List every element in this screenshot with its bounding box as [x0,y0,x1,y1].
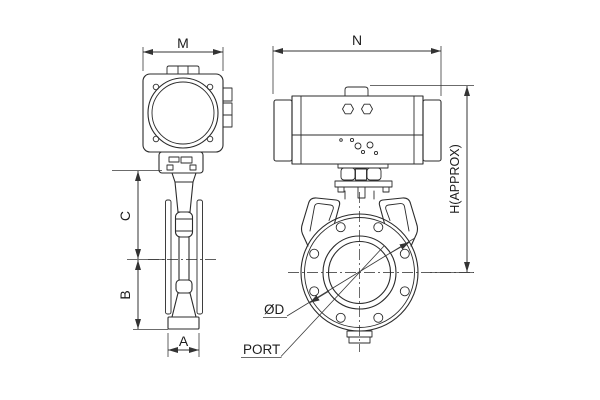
bolt-hole [335,222,346,233]
wafer-lip-left [165,199,172,315]
dimension-h: H(APPROX) [370,85,474,273]
pilot-hole [354,142,362,150]
bottom-flange [167,316,200,330]
callout-label-port: PORT [243,342,280,357]
dimension-a: A [167,333,200,357]
lug-left [300,197,341,247]
pilot-hole [373,150,379,156]
actuator-cylinder-inner [151,81,215,145]
pilot-hole [339,138,343,142]
housing-screw [206,83,214,91]
bracket-hole [189,164,197,171]
bolt-hole [335,312,346,323]
stem-stack [334,163,393,199]
dim-label-b: B [117,290,133,299]
dimension-b: B [117,260,168,330]
valve-front [288,190,474,352]
side-port-block [222,87,233,102]
bolt-hole [399,286,410,297]
actuator-housing-outline [142,73,224,153]
actuator-front [273,86,442,165]
dim-label-a: A [179,333,189,349]
actuator-housing-side [142,65,233,153]
coupling-nut [340,167,356,181]
dim-label-h: H(APPROX) [448,144,462,213]
bracket-slot [180,156,193,164]
air-port-plug [342,103,354,115]
front-view: N H(APPROX) ØD PORT [241,32,474,358]
dimension-c: C [112,170,166,260]
wafer-lip-right [196,199,203,315]
end-cap-right [422,99,442,162]
bracket-plate [337,163,389,169]
lower-hub [175,279,193,294]
actuator-cylinder-outer [147,77,219,149]
housing-screw [152,83,160,91]
diameter-arrow [389,241,410,254]
housing-screw [206,135,214,143]
lug-right-inner [385,203,410,232]
adapter-foot [382,186,390,193]
callout-diameter-d: ØD [263,238,415,318]
bottom-boss-lower [348,336,371,344]
coupling-nut [366,167,382,181]
lug-right [378,197,419,247]
actuator-body [291,95,424,165]
adapter-foot [337,186,345,193]
coupling-center [355,168,367,181]
bolt-hole [309,286,320,297]
leader-line [280,245,385,357]
lower-flare [171,292,197,318]
bolt-hole [373,222,384,233]
callout-port: PORT [241,245,385,358]
bolt-hole [309,248,320,259]
stem-hub [174,211,194,238]
dim-label-n: N [352,32,362,48]
indicator-tab [344,86,369,97]
mounting-bracket-side [158,151,204,174]
callout-label-od: ØD [264,302,285,317]
pilot-hole [349,137,355,143]
dimension-m: M [142,35,224,71]
pilot-hole [360,149,366,155]
valve-stem [357,186,366,199]
lug-left-inner [309,203,334,232]
housing-screw [152,135,160,143]
adapter-plate [334,180,393,188]
bolt-hole [373,312,384,323]
dimension-n: N [272,32,442,96]
end-cap-left [273,99,293,162]
dim-label-c: C [117,211,133,221]
dim-label-m: M [177,35,189,51]
side-view: M C B A [112,35,233,357]
bracket-slot [168,156,180,163]
bracket-hole [166,164,174,171]
air-port-plug [361,103,373,115]
upper-funnel [174,181,194,213]
valve-body-side [148,172,218,330]
diameter-arrow [309,290,330,304]
body-column [178,236,190,281]
bolt-hole [399,248,410,259]
pilot-hole [366,141,374,149]
neck [171,172,197,183]
top-cap [166,65,200,75]
